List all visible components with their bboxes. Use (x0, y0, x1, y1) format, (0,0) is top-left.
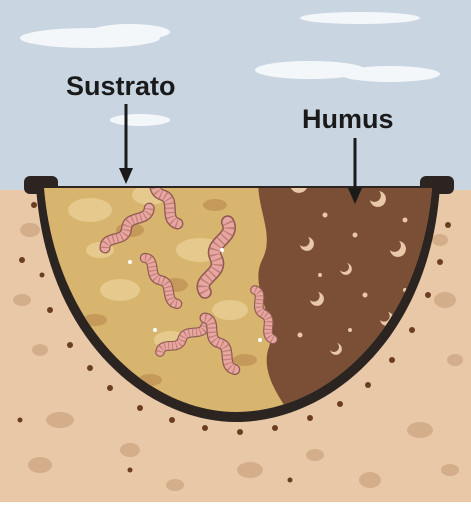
substrate-label: Sustrato (66, 71, 176, 101)
humus-label: Humus (302, 104, 394, 134)
